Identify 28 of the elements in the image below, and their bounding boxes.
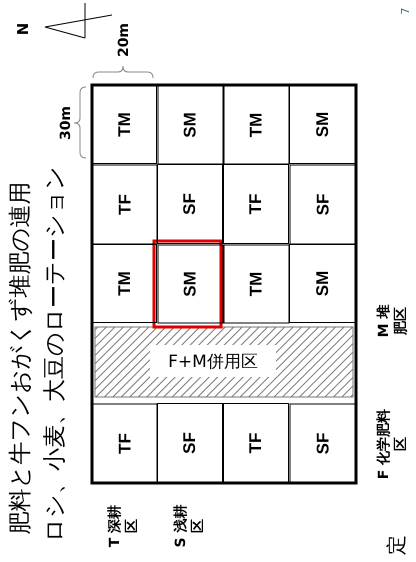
title-text: 定 (384, 534, 408, 557)
row-label: T 深耕区 (106, 504, 141, 550)
column-label: F 化学肥料区 (375, 408, 410, 482)
plot-cell: SF (289, 164, 356, 244)
plot-cell: TM (223, 244, 289, 323)
plot-cell: TM (92, 85, 157, 164)
zone-label: F+M併用区 (150, 345, 276, 377)
row-label: S 浅耕区 (172, 504, 207, 550)
plot-cell: SF (157, 164, 223, 244)
column-label: M 堆肥区 (375, 304, 410, 340)
north-label: N (14, 22, 32, 38)
plot-cell: SF (289, 403, 356, 483)
plot-cell: SM (157, 244, 223, 323)
plot-cell: TM (223, 85, 289, 164)
plot-cell: SM (157, 85, 223, 164)
plot-cell: TF (92, 403, 157, 483)
plot-cell: TM (92, 244, 157, 323)
plot-cell: TF (92, 164, 157, 244)
plot-cell: SM (289, 85, 356, 164)
plot-cell: TF (223, 164, 289, 244)
dimension-label: 20m (114, 22, 133, 60)
title-text: ロシ、小麦、大豆のローテーション (41, 165, 70, 544)
plot-cell: SF (157, 403, 223, 483)
page-number: 7 (398, 6, 414, 16)
dimension-label: 30m (56, 104, 75, 142)
title-text: 肥料と牛フンおがくず堆肥の連用 (6, 180, 34, 536)
plot-cell: SM (289, 244, 356, 323)
plot-cell: TF (223, 403, 289, 483)
